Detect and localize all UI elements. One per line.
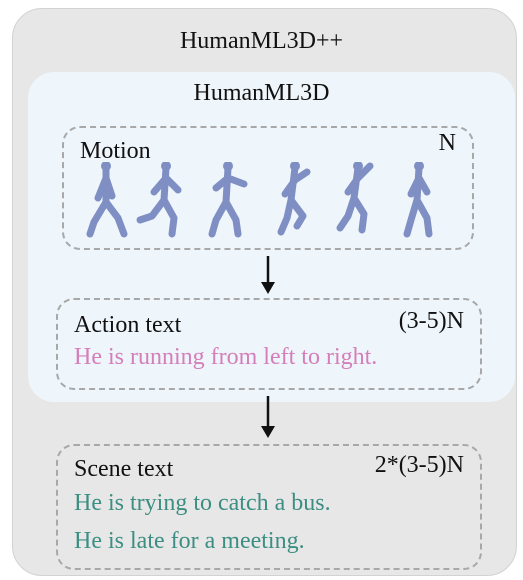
scene-example-2: He is late for a meeting. bbox=[74, 528, 305, 554]
runner-figure-4 bbox=[277, 164, 311, 236]
arrow-down-icon bbox=[261, 256, 275, 294]
action-label: Action text bbox=[74, 312, 182, 338]
scene-label: Scene text bbox=[74, 456, 174, 482]
action-count: (3-5)N bbox=[398, 308, 464, 334]
motion-figures bbox=[86, 162, 433, 238]
motion-count: N bbox=[438, 130, 456, 156]
action-example: He is running from left to right. bbox=[74, 344, 378, 370]
motion-label: Motion bbox=[80, 138, 151, 164]
scene-box bbox=[56, 444, 482, 570]
runner-figure-6 bbox=[403, 164, 433, 238]
runner-figure-3 bbox=[208, 164, 248, 238]
motion-box bbox=[62, 126, 474, 250]
outer-title: HumanML3D++ bbox=[179, 28, 344, 54]
inner-title: HumanML3D bbox=[193, 80, 330, 106]
scene-count: 2*(3-5)N bbox=[374, 452, 464, 478]
scene-example-1: He is trying to catch a bus. bbox=[74, 490, 331, 516]
runner-figure-1 bbox=[86, 164, 128, 238]
runner-figure-5 bbox=[336, 162, 374, 234]
arrow-down-icon bbox=[261, 396, 275, 438]
runner-figure-2 bbox=[136, 164, 182, 238]
action-box bbox=[56, 298, 482, 390]
